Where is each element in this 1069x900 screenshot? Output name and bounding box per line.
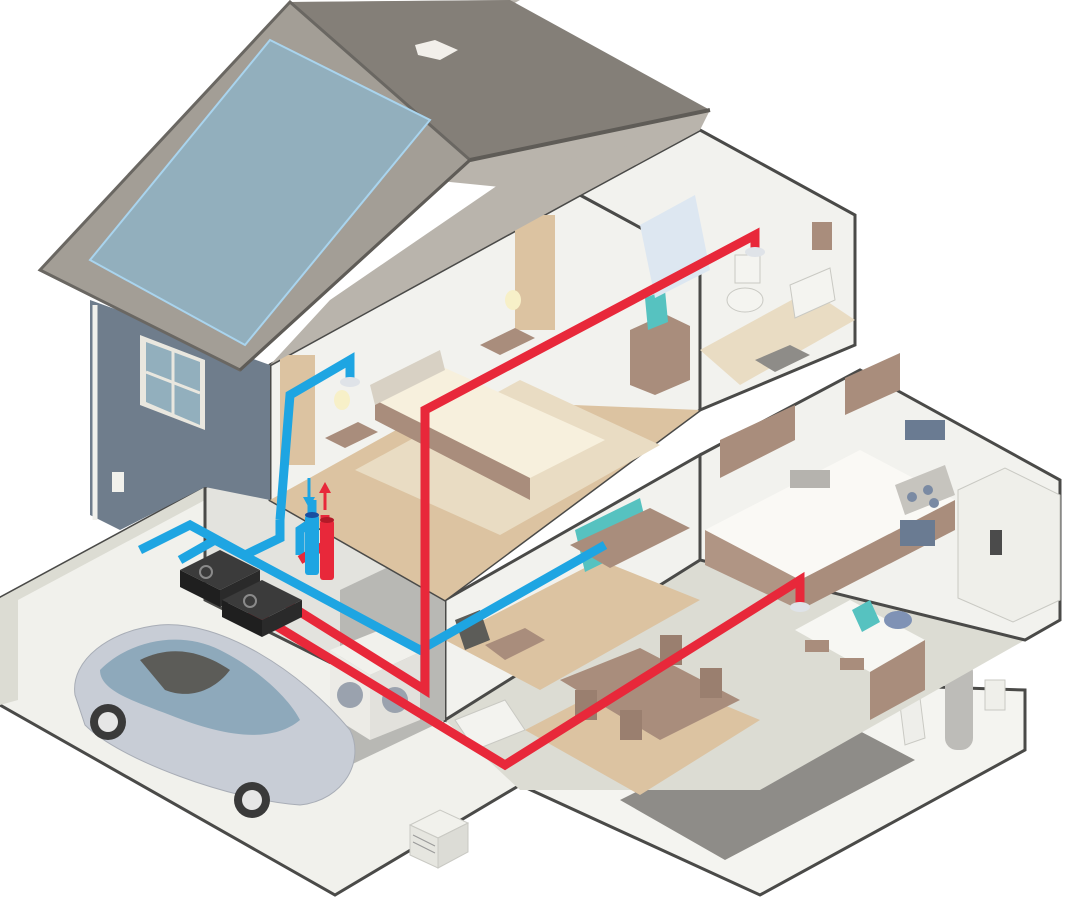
outdoor-condenser bbox=[408, 809, 470, 869]
oven bbox=[900, 520, 935, 546]
nightstand bbox=[480, 328, 535, 355]
dining-chair bbox=[700, 668, 722, 698]
dresser bbox=[630, 314, 690, 395]
lamp bbox=[505, 290, 521, 310]
upper-cabinet bbox=[845, 353, 900, 415]
kitchen bbox=[698, 353, 1062, 720]
bedroom bbox=[268, 193, 702, 602]
bar-stool bbox=[805, 640, 829, 652]
nightstand bbox=[325, 422, 378, 448]
headboard bbox=[370, 350, 445, 405]
bowl bbox=[884, 611, 912, 629]
logo-icon bbox=[199, 565, 213, 579]
kitchen-sink bbox=[790, 470, 830, 488]
ventilation-unit-2 bbox=[222, 580, 302, 637]
laptop bbox=[852, 600, 880, 632]
bedroom-door bbox=[515, 215, 555, 330]
electric-car bbox=[74, 624, 356, 818]
dining-chair bbox=[620, 710, 642, 740]
bed bbox=[375, 368, 605, 478]
outlet bbox=[112, 472, 124, 492]
water-heater bbox=[945, 660, 973, 750]
side-table bbox=[485, 628, 545, 660]
arrow-down-icon bbox=[303, 497, 315, 508]
arrow-up-icon bbox=[319, 482, 331, 493]
bar-stool bbox=[840, 658, 864, 670]
toilet bbox=[726, 287, 764, 313]
lamp bbox=[334, 390, 350, 410]
microwave bbox=[905, 420, 945, 440]
refrigerator bbox=[957, 467, 1061, 623]
upper-cabinet bbox=[720, 405, 795, 478]
logo-icon bbox=[243, 594, 257, 608]
roof-vent bbox=[415, 40, 458, 60]
skylight bbox=[88, 38, 432, 347]
mirror bbox=[812, 222, 832, 250]
exhaust-grille bbox=[745, 247, 765, 257]
supply-diffuser bbox=[340, 377, 360, 387]
kitchen-island bbox=[795, 600, 925, 672]
bath-mat bbox=[755, 345, 810, 372]
dining-table bbox=[560, 648, 740, 740]
bathroom-sink bbox=[789, 267, 836, 319]
exhaust-air-pipe bbox=[319, 482, 334, 580]
roof bbox=[37, 0, 711, 372]
kitchen-counter bbox=[705, 450, 955, 580]
exhaust-grille bbox=[790, 602, 810, 612]
supply-air-pipe bbox=[303, 478, 319, 575]
small-tv bbox=[645, 290, 668, 330]
